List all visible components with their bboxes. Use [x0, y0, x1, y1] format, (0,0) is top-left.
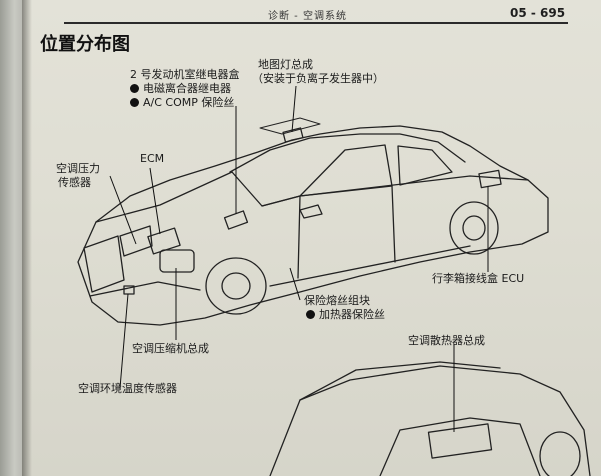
car-door-line	[297, 195, 301, 279]
bullet-dot	[306, 310, 315, 319]
ecm-label: ECM	[140, 152, 165, 165]
lower-car-dash	[379, 417, 541, 476]
car-window-rear	[397, 145, 453, 186]
car-sill	[269, 245, 471, 287]
map-light-note: （安装于负离子发生器中）	[252, 72, 384, 85]
page-title: 位置分布图	[40, 34, 130, 55]
header-rule	[64, 22, 568, 24]
ambient-sensor-unit	[123, 285, 135, 295]
header-section: 诊断 - 空调系统	[268, 11, 347, 22]
lower-car-body	[269, 365, 591, 476]
car-sunroof	[259, 117, 321, 135]
ambient-sensor-label: 空调环境温度传感器	[78, 382, 177, 395]
car-mirror	[299, 204, 323, 219]
leader-pressure-sensor	[109, 175, 137, 245]
heater-fuse-text: 加热器保险丝	[319, 308, 385, 321]
car-grille	[83, 235, 125, 293]
leader-fuse-block	[289, 267, 301, 301]
compressor-label: 空调压缩机总成	[132, 342, 209, 355]
relay-box-item-2-text: A/C COMP 保险丝	[143, 96, 235, 109]
car-front-wheel	[205, 257, 267, 315]
leader-ecm	[149, 167, 161, 235]
car-front-wheel-hub	[221, 272, 251, 300]
relay-box-item-1-text: 电磁离合器继电器	[143, 82, 231, 95]
pressure-sensor-label-2: 传感器	[58, 176, 91, 189]
lower-car-wheel	[539, 431, 581, 476]
car-windshield	[231, 171, 301, 207]
relay-box-unit	[223, 210, 249, 230]
car-rear-wheel	[449, 201, 499, 255]
car-window-front	[299, 144, 393, 197]
bullet-dot	[130, 98, 139, 107]
pressure-sensor-label-1: 空调压力	[56, 162, 100, 175]
car-rear-wheel-hub	[462, 215, 486, 241]
left-page-edge	[0, 0, 24, 476]
leader-map-light	[291, 85, 297, 133]
car-bumper	[89, 281, 201, 297]
book-spine-shadow	[22, 0, 32, 476]
car-door-line-rear	[391, 185, 396, 263]
map-light-unit	[282, 127, 304, 143]
car-headlight	[119, 225, 153, 257]
lower-car-roof	[299, 361, 501, 401]
luggage-ecu-unit	[478, 169, 502, 189]
relay-box-label: 2 号发动机室继电器盒	[130, 68, 240, 81]
car-roofline	[229, 133, 466, 173]
radiator-unit	[427, 423, 493, 459]
fuse-block-label: 保险熔丝组块	[304, 294, 370, 307]
leader-ambient-sensor	[119, 293, 129, 389]
map-light-label: 地图灯总成	[258, 58, 313, 71]
bullet-dot	[130, 84, 139, 93]
heater-fuse-item: 加热器保险丝	[306, 308, 385, 322]
header-page-number: 05 - 695	[510, 6, 566, 20]
relay-box-item-1: 电磁离合器继电器	[130, 82, 231, 96]
luggage-ecu-label: 行李箱接线盒 ECU	[432, 272, 525, 285]
radiator-label: 空调散热器总成	[408, 334, 485, 347]
car-beltline	[261, 175, 529, 207]
relay-box-item-2: A/C COMP 保险丝	[130, 96, 234, 110]
compressor-unit	[159, 249, 195, 273]
car-hood-line	[95, 171, 233, 223]
